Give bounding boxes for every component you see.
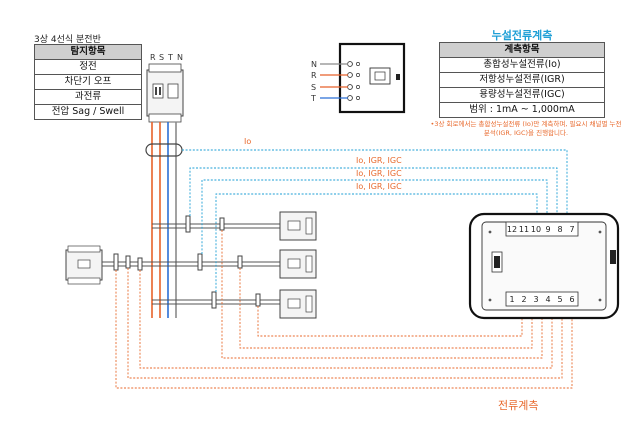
terminal-12: 12 (507, 225, 517, 234)
terminal-6: 6 (569, 295, 574, 304)
measure-item-range: 범위 : 1mA ~ 1,000mA (439, 102, 605, 118)
detect-header: 탐지항목 (34, 44, 142, 60)
terminal-1: 1 (509, 295, 514, 304)
terminal-2: 2 (521, 295, 526, 304)
device-phase-s: S (311, 83, 316, 92)
branch-breaker-2 (279, 249, 317, 279)
panel-title: 3상 4선식 분전반 (34, 35, 101, 45)
device-phase-t: T (310, 94, 316, 103)
terminal-8: 8 (557, 225, 562, 234)
terminal-9: 9 (545, 225, 550, 234)
current-measure-label: 전류계측 (498, 399, 539, 412)
main-breaker (146, 63, 184, 123)
detect-table: 탐지항목 정전 차단기 오프 과전류 전압 Sag / Swell (34, 44, 142, 120)
wire-label-io: Io (244, 137, 251, 146)
phase-label-n: N (177, 53, 183, 62)
terminal-7: 7 (569, 225, 574, 234)
terminal-5: 5 (557, 295, 562, 304)
terminal-4: 4 (545, 295, 550, 304)
wire-label-feeder-1: Io, IGR, IGC (356, 156, 402, 165)
device-phase-n: N (311, 60, 317, 69)
wire-label-feeder-2: Io, IGR, IGC (356, 169, 402, 178)
wire-label-feeder-3: Io, IGR, IGC (356, 182, 402, 191)
terminals-top: 12 11 10 9 8 7 (507, 225, 575, 234)
sensor-device (338, 42, 406, 114)
terminal-3: 3 (533, 295, 538, 304)
branch-breaker-3 (279, 289, 317, 319)
measure-note: •3상 회로에서는 총합성누설전류 (Io)만 계측하며, 필요시 채널별 누전… (430, 120, 622, 137)
phase-label-t: T (167, 53, 173, 62)
terminal-11: 11 (519, 225, 529, 234)
phase-label-r: R (150, 53, 156, 62)
branch-breaker-1 (279, 211, 317, 241)
phase-label-s: S (159, 53, 164, 62)
measure-table: 계측항목 총합성누설전류(Io) 저항성누설전류(IGR) 용량성누설전류(IG… (439, 42, 605, 118)
measure-title: 누설전류계측 (491, 29, 553, 42)
meter-device (468, 212, 620, 320)
current-lines (115, 230, 573, 389)
device-input-wires (320, 63, 348, 99)
left-breaker (65, 245, 103, 285)
measure-lines (182, 149, 568, 292)
terminals-bottom: 1 2 3 4 5 6 (509, 295, 574, 304)
detect-item-sag-swell: 전압 Sag / Swell (34, 104, 142, 120)
terminal-10: 10 (531, 225, 541, 234)
device-phase-r: R (311, 71, 317, 80)
